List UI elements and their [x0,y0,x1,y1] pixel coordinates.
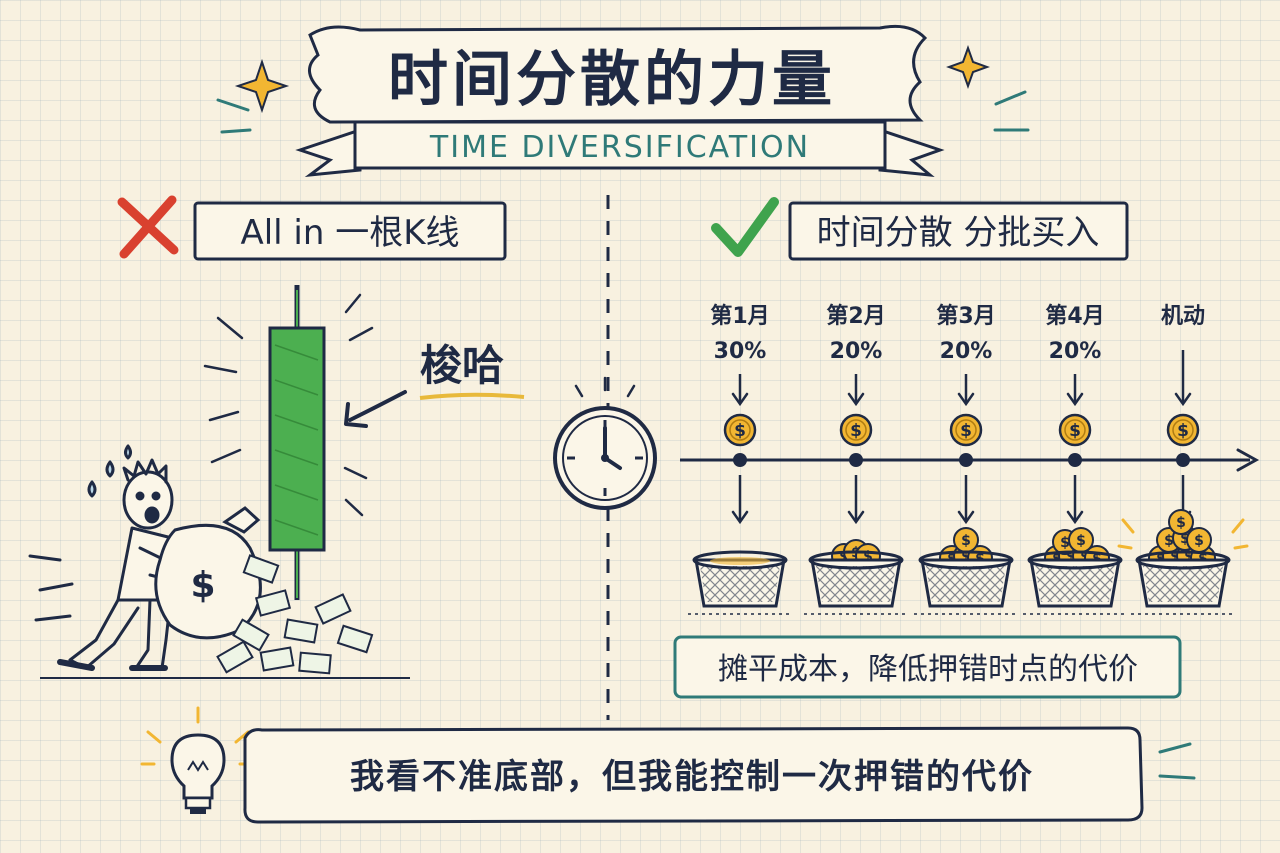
step-month: 第1月 [710,303,769,329]
subtitle-ribbon: TIME DIVERSIFICATION [295,120,945,178]
coin-icon [949,413,983,447]
step-percent: 20% [940,339,993,364]
result-box: 摊平成本，降低押错时点的代价 [673,635,1182,699]
step-month: 第3月 [936,303,995,329]
step-month: 第2月 [826,303,885,329]
timeline-node [849,453,863,467]
title-banner: 时间分散的力量 [308,24,928,124]
coin-icon [723,413,757,447]
coin-icon [1058,413,1092,447]
page-subtitle: TIME DIVERSIFICATION [429,130,810,165]
lightbulb-icon [140,706,254,814]
left-label-box: All in 一根K线 [193,201,507,261]
footer-banner: 我看不准底部，但我能控制一次押错的代价 [243,726,1144,824]
step-month: 第4月 [1045,303,1104,329]
basket-icon [688,550,792,615]
right-label: 时间分散 分批买入 [817,213,1100,253]
coin-icon [1186,527,1212,553]
impact-lines [203,293,374,517]
green-candle [268,285,326,600]
check-icon [711,197,779,257]
annotation-suoha: 梭哈 [420,341,504,390]
coin-icon [839,413,873,447]
timeline-node [1068,453,1082,467]
timeline-step: 机动 [1117,304,1249,615]
step-percent: 20% [1049,339,1102,364]
coin-icon [1166,413,1200,447]
timeline-node [959,453,973,467]
sparkle-icon [234,45,990,114]
worried-person [28,444,180,671]
sparkle-lines [1117,518,1249,550]
accent-strokes-footer [1158,742,1196,780]
clock-icon [553,376,657,510]
annotation-arrow [348,390,407,422]
basket-icon [1131,550,1235,615]
step-percent: 30% [714,339,767,364]
cross-icon [117,195,179,259]
basket-icon [914,550,1018,615]
step-month: 机动 [1161,304,1205,329]
coin-icon [1168,509,1194,535]
page-title: 时间分散的力量 [388,45,836,115]
basket-icon [804,550,908,615]
timeline-node [733,453,747,467]
svg-text:$: $ [190,565,215,606]
footer-text: 我看不准底部，但我能控制一次押错的代价 [350,757,1034,797]
coin-icon [953,527,979,553]
timeline-node [1176,453,1190,467]
right-label-box: 时间分散 分批买入 [788,201,1129,261]
accent-strokes [216,90,1030,134]
result-text: 摊平成本，降低押错时点的代价 [718,652,1138,687]
annotation-underline [419,392,525,400]
basket-icon [1023,550,1127,615]
falling-banknotes [216,554,374,675]
step-percent: 20% [830,339,883,364]
left-label: All in 一根K线 [240,213,459,253]
money-bag-icon: $ [154,506,262,640]
coin-icon [1068,527,1094,553]
